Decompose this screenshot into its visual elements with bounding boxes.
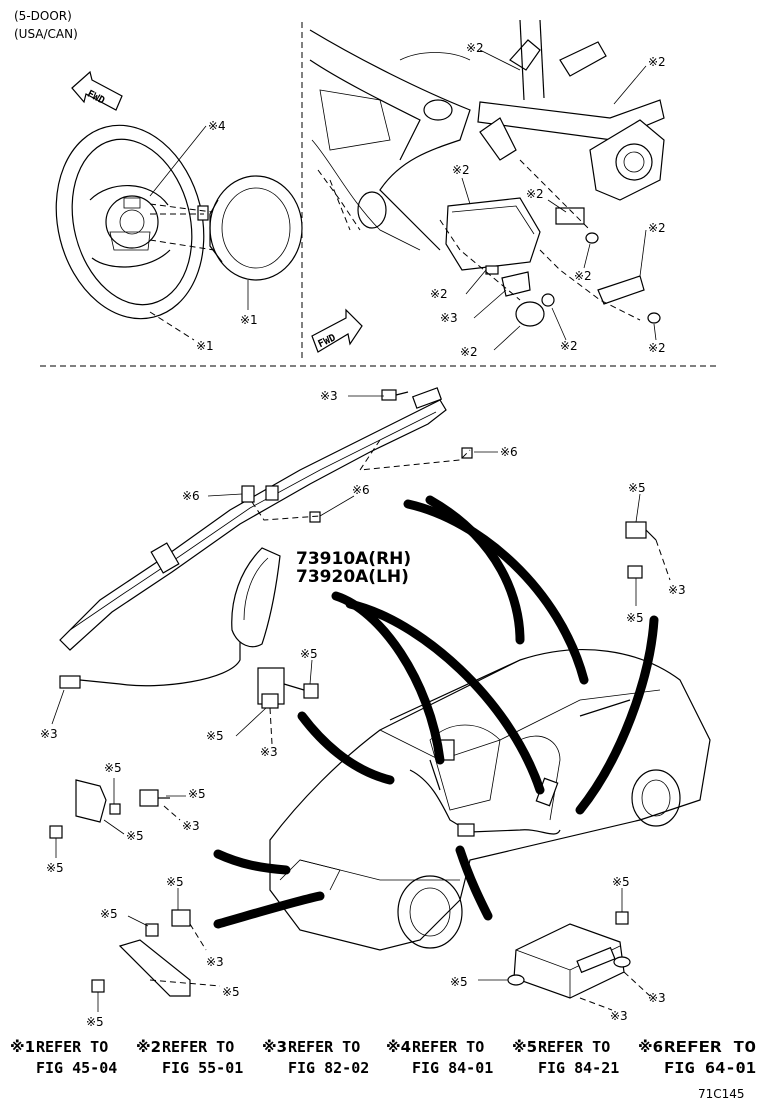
callout-5-acu-left: ※5 <box>450 975 468 989</box>
callout-2-g: ※2 <box>430 287 448 301</box>
callout-2-h: ※2 <box>460 345 478 359</box>
callout-2-c: ※2 <box>452 163 470 177</box>
sensor-front-left: ※5 ※5 ※3 ※5 ※5 <box>46 761 206 875</box>
callout-5-front-d: ※5 <box>46 861 64 875</box>
legend-refer-2: REFER TO <box>162 1038 234 1056</box>
callout-2-b: ※2 <box>648 55 666 69</box>
legend-refer-6: REFER TO <box>664 1038 756 1056</box>
legend-refer-5: REFER TO <box>538 1038 610 1056</box>
callout-3-acu-right: ※3 <box>648 991 666 1005</box>
callout-2-f: ※2 <box>574 269 592 283</box>
callout-4-wheel: ※4 <box>208 119 226 133</box>
legend-fig-6: FIG 64-01 <box>664 1059 756 1077</box>
fwd-arrow-icon: FWD <box>71 70 123 111</box>
car-body-group <box>213 495 711 951</box>
sensor-center-pillar: ※5 ※5 ※3 <box>206 647 319 759</box>
legend-code-2: ※2 <box>136 1038 161 1056</box>
reference-legend: ※1 REFER TO FIG 45-04 ※2 REFER TO FIG 55… <box>10 1038 756 1077</box>
callout-5-front-e: ※5 <box>166 875 184 889</box>
callout-5-pillar-top: ※5 <box>300 647 318 661</box>
callout-6-curtain-right: ※6 <box>500 445 518 459</box>
legend-refer-1: REFER TO <box>36 1038 108 1056</box>
callout-5-rear-top: ※5 <box>628 481 646 495</box>
callout-3-pillar: ※3 <box>260 745 278 759</box>
legend-code-1: ※1 <box>10 1038 35 1056</box>
part-number-rh: 73910A(RH) <box>296 549 411 569</box>
callout-2-i: ※2 <box>560 339 578 353</box>
legend-fig-3: FIG 82-02 <box>288 1059 369 1077</box>
legend-fig-5: FIG 84-21 <box>538 1059 619 1077</box>
legend-fig-2: FIG 55-01 <box>162 1059 243 1077</box>
sensor-rear-top: ※5 ※3 ※5 <box>625 481 686 625</box>
header-door-type: (5-DOOR) <box>14 9 72 23</box>
curtain-airbag-group: ※3 ※6 ※6 ※6 ※3 <box>40 387 518 741</box>
seat-airbag-group: 73910A(RH) 73920A(LH) <box>231 547 411 648</box>
callout-3-curtain-top: ※3 <box>320 389 338 403</box>
callout-2-d: ※2 <box>526 187 544 201</box>
callout-3-curtain-end: ※3 <box>40 727 58 741</box>
steering-wheel-group: FWD ※4 ※1 ※1 <box>55 70 303 353</box>
legend-item-2: ※2 REFER TO FIG 55-01 <box>136 1038 243 1077</box>
callout-5-front-b: ※5 <box>188 787 206 801</box>
callout-6-curtain-mid: ※6 <box>352 483 370 497</box>
fwd-arrow-icon-dash: FWD <box>311 308 363 353</box>
legend-fig-1: FIG 45-04 <box>36 1059 117 1077</box>
callout-5-front-h: ※5 <box>86 1015 104 1029</box>
dashboard-group: FWD ※2 ※2 ※2 ※2 ※2 ※2 ※2 ※3 ※2 ※2 ※2 <box>309 19 666 359</box>
callout-3-rear: ※3 <box>668 583 686 597</box>
callout-2-a: ※2 <box>466 41 484 55</box>
callout-3-front-b: ※3 <box>206 955 224 969</box>
sensor-front-right: ※5 ※5 ※3 ※5 ※5 <box>86 875 240 1029</box>
legend-fig-4: FIG 84-01 <box>412 1059 493 1077</box>
callout-5-front-f: ※5 <box>100 907 118 921</box>
figure-id: 71C145 <box>698 1087 745 1101</box>
callout-5-front-a: ※5 <box>104 761 122 775</box>
airbag-control-unit: ※5 ※5 ※3 ※3 <box>450 875 666 1023</box>
callout-3-front: ※3 <box>182 819 200 833</box>
part-number-lh: 73920A(LH) <box>296 567 409 587</box>
callout-3-dash: ※3 <box>440 311 458 325</box>
header-market: (USA/CAN) <box>14 27 78 41</box>
callout-2-e: ※2 <box>648 221 666 235</box>
legend-code-4: ※4 <box>386 1038 411 1056</box>
legend-refer-4: REFER TO <box>412 1038 484 1056</box>
callout-5-pillar-left: ※5 <box>206 729 224 743</box>
callout-5-front-c: ※5 <box>126 829 144 843</box>
legend-item-3: ※3 REFER TO FIG 82-02 <box>262 1038 369 1077</box>
legend-item-1: ※1 REFER TO FIG 45-04 <box>10 1038 117 1077</box>
callout-2-j: ※2 <box>648 341 666 355</box>
callout-6-curtain-left: ※6 <box>182 489 200 503</box>
callout-5-rear-bottom: ※5 <box>626 611 644 625</box>
legend-item-5: ※5 REFER TO FIG 84-21 <box>512 1038 619 1077</box>
callout-5-acu-top: ※5 <box>612 875 630 889</box>
callout-3-acu-bottom: ※3 <box>610 1009 628 1023</box>
legend-refer-3: REFER TO <box>288 1038 360 1056</box>
callout-1-airbag: ※1 <box>240 313 258 327</box>
legend-code-6: ※6 <box>638 1038 663 1056</box>
legend-code-5: ※5 <box>512 1038 537 1056</box>
callout-5-front-g: ※5 <box>222 985 240 999</box>
legend-code-3: ※3 <box>262 1038 287 1056</box>
legend-item-4: ※4 REFER TO FIG 84-01 <box>386 1038 493 1077</box>
legend-item-6: ※6 REFER TO FIG 64-01 <box>638 1038 756 1077</box>
callout-1-wheel: ※1 <box>196 339 214 353</box>
